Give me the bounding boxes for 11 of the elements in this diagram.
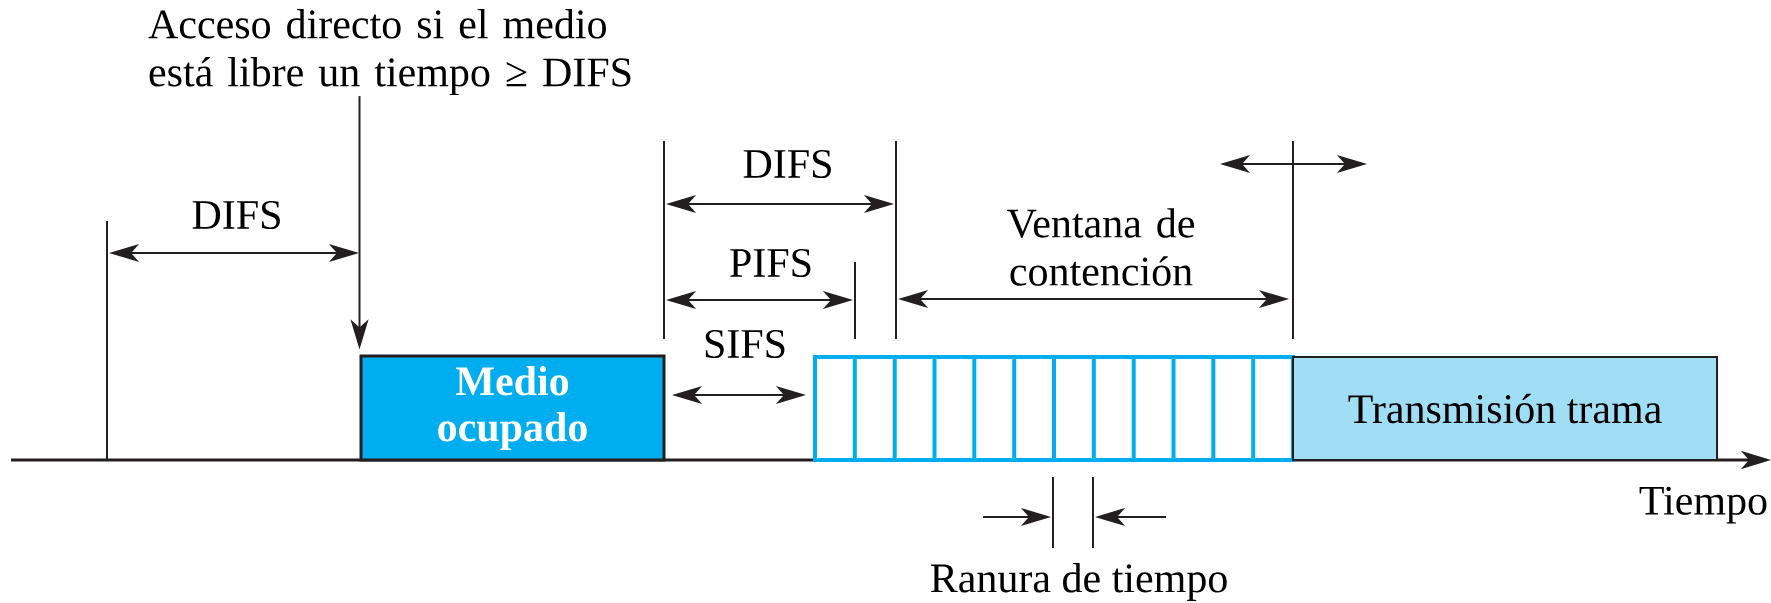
dimension-label: SIFS — [705, 329, 785, 359]
dimension-label: Ventana de contención — [1007, 208, 1194, 286]
contention-window-slots — [813, 355, 1295, 462]
busy-medium-box: Medio ocupado — [359, 354, 666, 462]
dimension-label: DIFS — [192, 200, 280, 230]
frame-transmission-box: Transmisión trama — [1292, 356, 1718, 461]
axis-label: Tiempo — [1639, 486, 1767, 524]
dimension-label: PIFS — [730, 248, 811, 278]
dimension-label: DIFS — [743, 149, 831, 179]
annotation-text: Acceso directo si el medio está libre un tiempo ≥ DIFS — [148, 9, 631, 96]
dimension-label: Ranura de tiempo — [930, 562, 1227, 602]
